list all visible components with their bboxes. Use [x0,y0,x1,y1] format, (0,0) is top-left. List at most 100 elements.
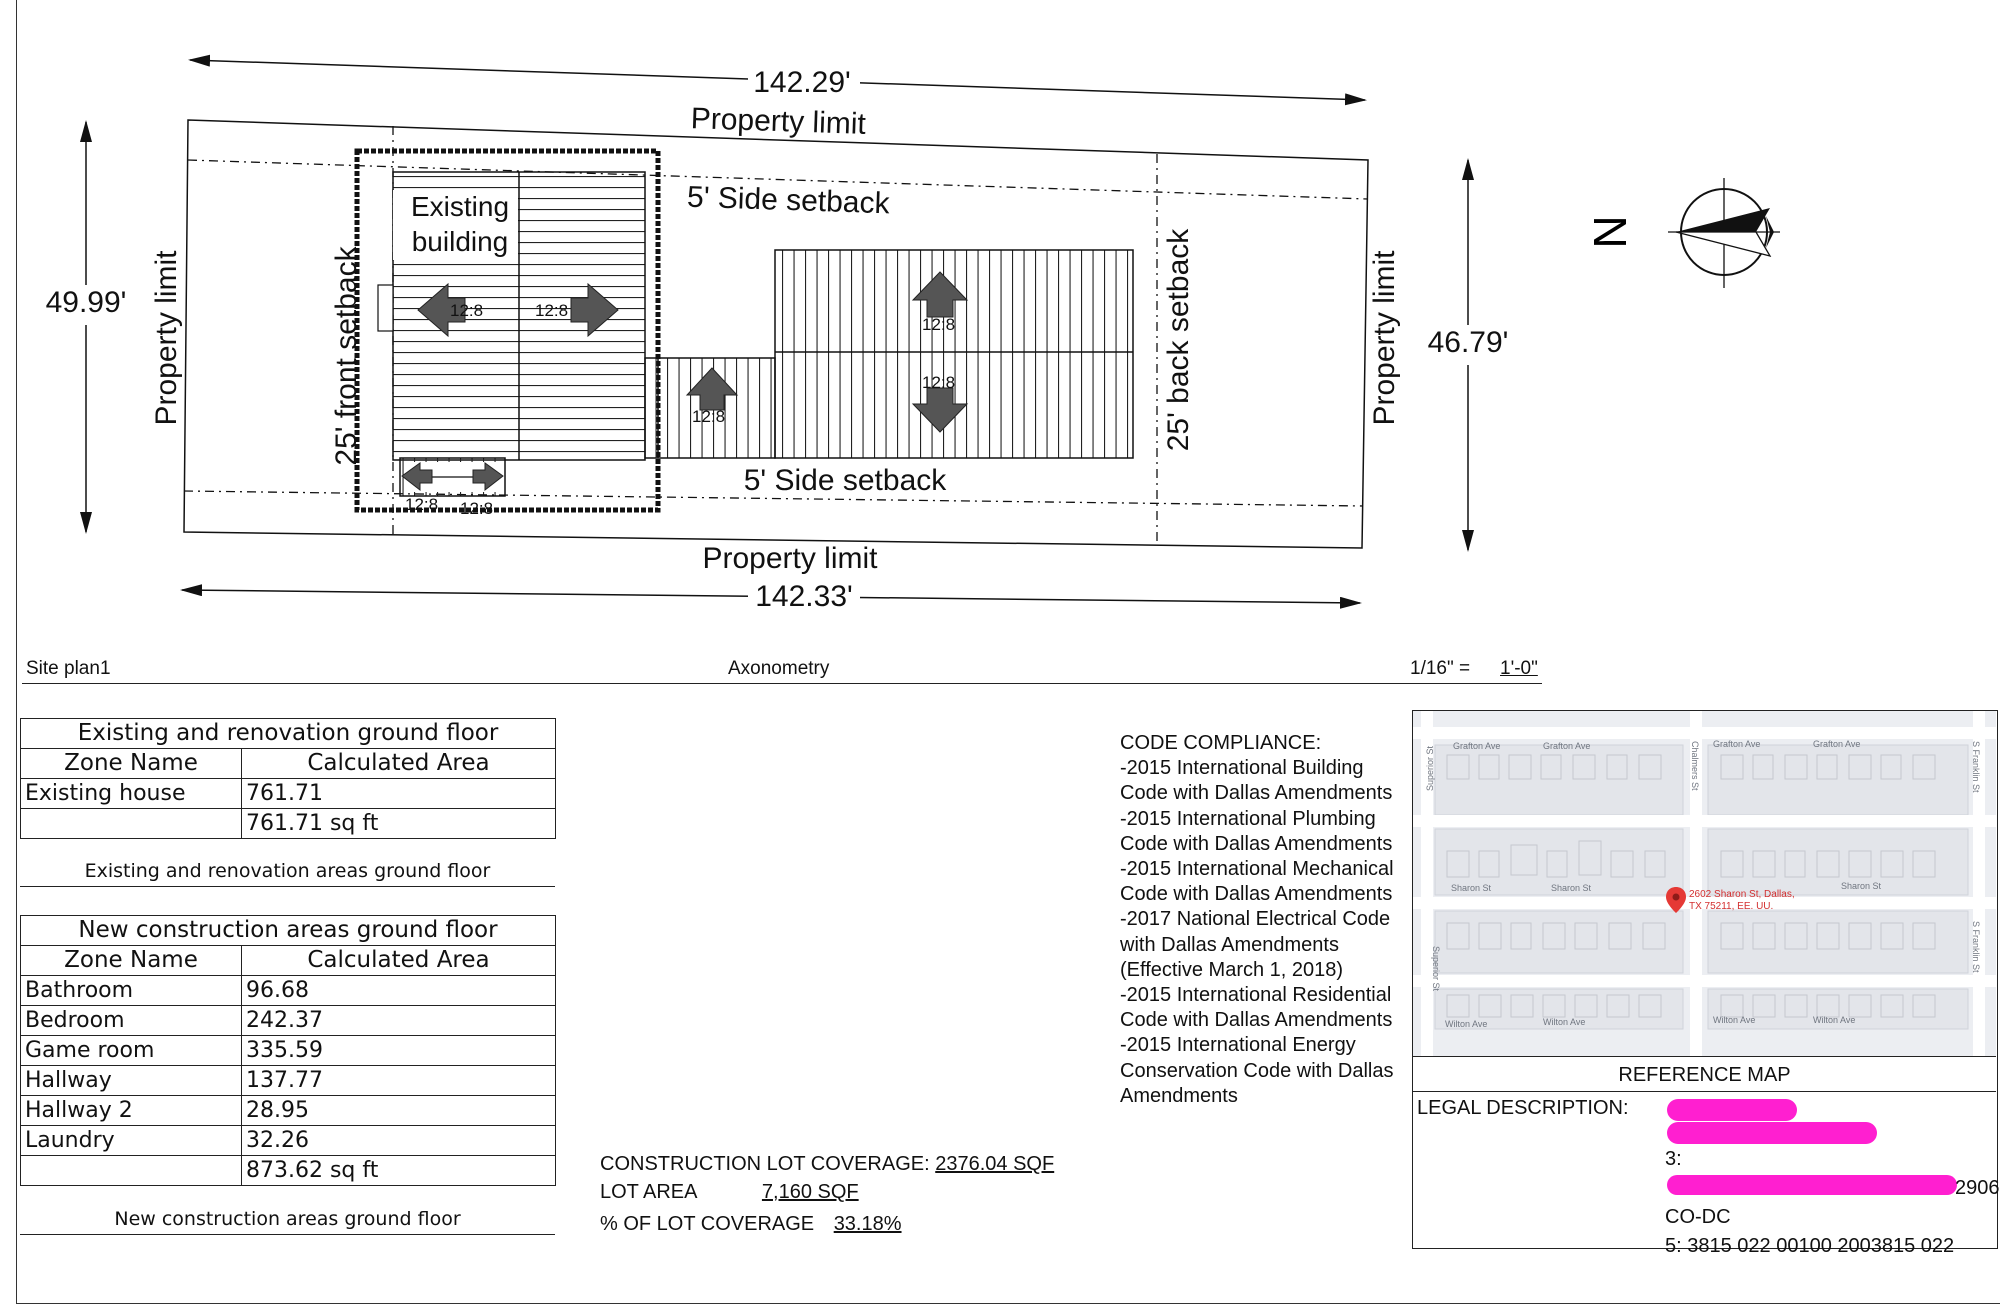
legal-line-6: 5: 3815 022 00100 2003815 022 [1665,1235,1955,1257]
area-cell: 137.77 [241,1065,556,1096]
street-label: Superior St [1425,745,1435,791]
code-compliance-title: CODE COMPLIANCE: [1120,732,1322,754]
street-label: S Franklin St [1971,921,1981,973]
pin-address-line-2: TX 75211, EE. UU. [1689,901,1773,912]
legal-line-3: 3: [1665,1148,1682,1170]
redaction-mark [1667,1175,1957,1195]
street-label: Wilton Ave [1813,1015,1855,1025]
zone-cell: Existing house [20,778,242,809]
street-label: Wilton Ave [1713,1015,1755,1025]
slope-arrow-porch-left [401,462,433,492]
pitch-label: 12:8 [692,407,725,426]
slope-arrow-connector [685,367,739,411]
dim-top-label: 142.29' [753,66,851,99]
dim-right-label: 46.79' [1428,326,1509,359]
legal-line-4-tail: 2906 [1955,1177,2000,1199]
zone-cell: Laundry [20,1125,242,1156]
street-label: Sharon St [1841,881,1882,891]
new-building-roof [774,249,1134,459]
map-pin-icon [1666,887,1686,913]
redaction-mark [1667,1099,1797,1121]
total-cell: 761.71 sq ft [241,808,556,839]
pitch-label: 12:8 [922,315,955,334]
existing-table-caption: Existing and renovation areas ground flo… [20,860,555,887]
new-area-table: New construction areas ground floor Zone… [20,915,556,1186]
zone-cell: Bathroom [20,975,242,1006]
existing-area-table: Existing and renovation ground floor Zon… [20,718,556,839]
legal-description-label: LEGAL DESCRIPTION: [1417,1097,1629,1119]
code-compliance-block: CODE COMPLIANCE: -2015 International Bui… [1120,731,1410,1109]
area-cell: 96.68 [241,975,556,1006]
side-setback-line-bottom [183,490,1364,507]
redaction-mark [1667,1122,1877,1144]
zone-cell: Hallway [20,1065,242,1096]
dim-left-label: 49.99' [46,286,127,319]
slope-arrow-right [570,282,619,338]
lot-area-label: LOT AREA [600,1181,697,1203]
code-item: -2015 International Building Code with D… [1120,757,1393,805]
reference-map-title: REFERENCE MAP [1413,1056,1996,1092]
table-total-row: 761.71 sq ft [20,808,556,839]
property-limit-top: Property limit [690,102,867,141]
property-boundary [183,119,1369,549]
pitch-label: 12:8 [460,499,493,518]
street-label: Sharon St [1551,883,1592,893]
lot-area-value: 7,160 SQF [761,1181,859,1203]
legal-line-5: CO-DC [1665,1206,1731,1228]
dim-bottom-label: 142.33' [755,580,853,613]
pin-address-line-1: 2602 Sharon St, Dallas, [1689,889,1795,900]
street-label: Sharon St [1451,883,1492,893]
lot-coverage-percent-label: % OF LOT COVERAGE [600,1213,815,1235]
street-label: Grafton Ave [1813,739,1860,749]
slope-arrow-porch-right [472,462,504,492]
property-limit-right: Property limit [1368,250,1401,426]
pitch-label: 12:8 [922,373,955,392]
col-header-zone: Zone Name [20,945,242,976]
area-cell: 761.71 [241,778,556,809]
map-graphic: Grafton Ave Grafton Ave Grafton Ave Graf… [1413,711,1996,1056]
title-site-plan: Site plan1 [26,658,111,679]
slope-arrow-left [417,282,466,338]
code-item: -2015 International Plumbing Code with D… [1120,807,1393,855]
site-plan-drawing: 12:8 12:8 12:8 12:8 12:8 12:8 12:8 142.2… [45,54,1780,613]
property-limit-left: Property limit [150,250,183,426]
construction-coverage-label: CONSTRUCTION LOT COVERAGE: [600,1153,930,1175]
table-title: New construction areas ground floor [20,915,556,946]
sheet-border [16,0,2000,1304]
street-label: Chalmers St [1690,741,1700,791]
code-item: -2015 International Energy Conservation … [1120,1034,1394,1107]
lot-coverage-percent-value: 33.18% [833,1213,902,1235]
north-label: N [1584,215,1636,248]
reference-box: Grafton Ave Grafton Ave Grafton Ave Graf… [1412,710,2000,1257]
title-scale-a: 1/16" = [1410,658,1471,679]
property-limit-bottom: Property limit [702,542,878,575]
area-cell: 335.59 [241,1035,556,1066]
col-header-area: Calculated Area [241,748,556,779]
col-header-zone: Zone Name [20,748,242,779]
area-cell: 32.26 [241,1125,556,1156]
legal-description-lines: 3: 2906 CO-DC 5: 3815 022 00100 2003815 … [1665,1145,2000,1261]
lot-coverage-block: CONSTRUCTION LOT COVERAGE: 2376.04 SQF L… [600,1150,1054,1238]
area-cell: 242.37 [241,1005,556,1036]
title-scale-b: 1'-0" [1500,658,1538,679]
side-setback-bottom-label: 5' Side setback [744,464,948,497]
street-label: Grafton Ave [1543,741,1590,751]
front-setback-label: 25' front setback [330,245,363,465]
slope-arrow-up-new [911,271,969,318]
street-label: Grafton Ave [1453,741,1500,751]
street-label: S Franklin St [1971,741,1981,793]
zone-cell: Bedroom [20,1005,242,1036]
code-item: -2015 International Residential Code wit… [1120,984,1393,1032]
area-cell: 28.95 [241,1095,556,1126]
code-item: -2015 International Mechanical Code with… [1120,858,1394,906]
pitch-label: 12:8 [450,301,483,320]
north-arrow: N [1584,178,1780,288]
existing-building-label-2: building [412,226,509,257]
new-table-caption: New construction areas ground floor [20,1208,555,1235]
reference-map: Grafton Ave Grafton Ave Grafton Ave Graf… [1413,711,1996,1056]
street-label: Grafton Ave [1713,739,1760,749]
